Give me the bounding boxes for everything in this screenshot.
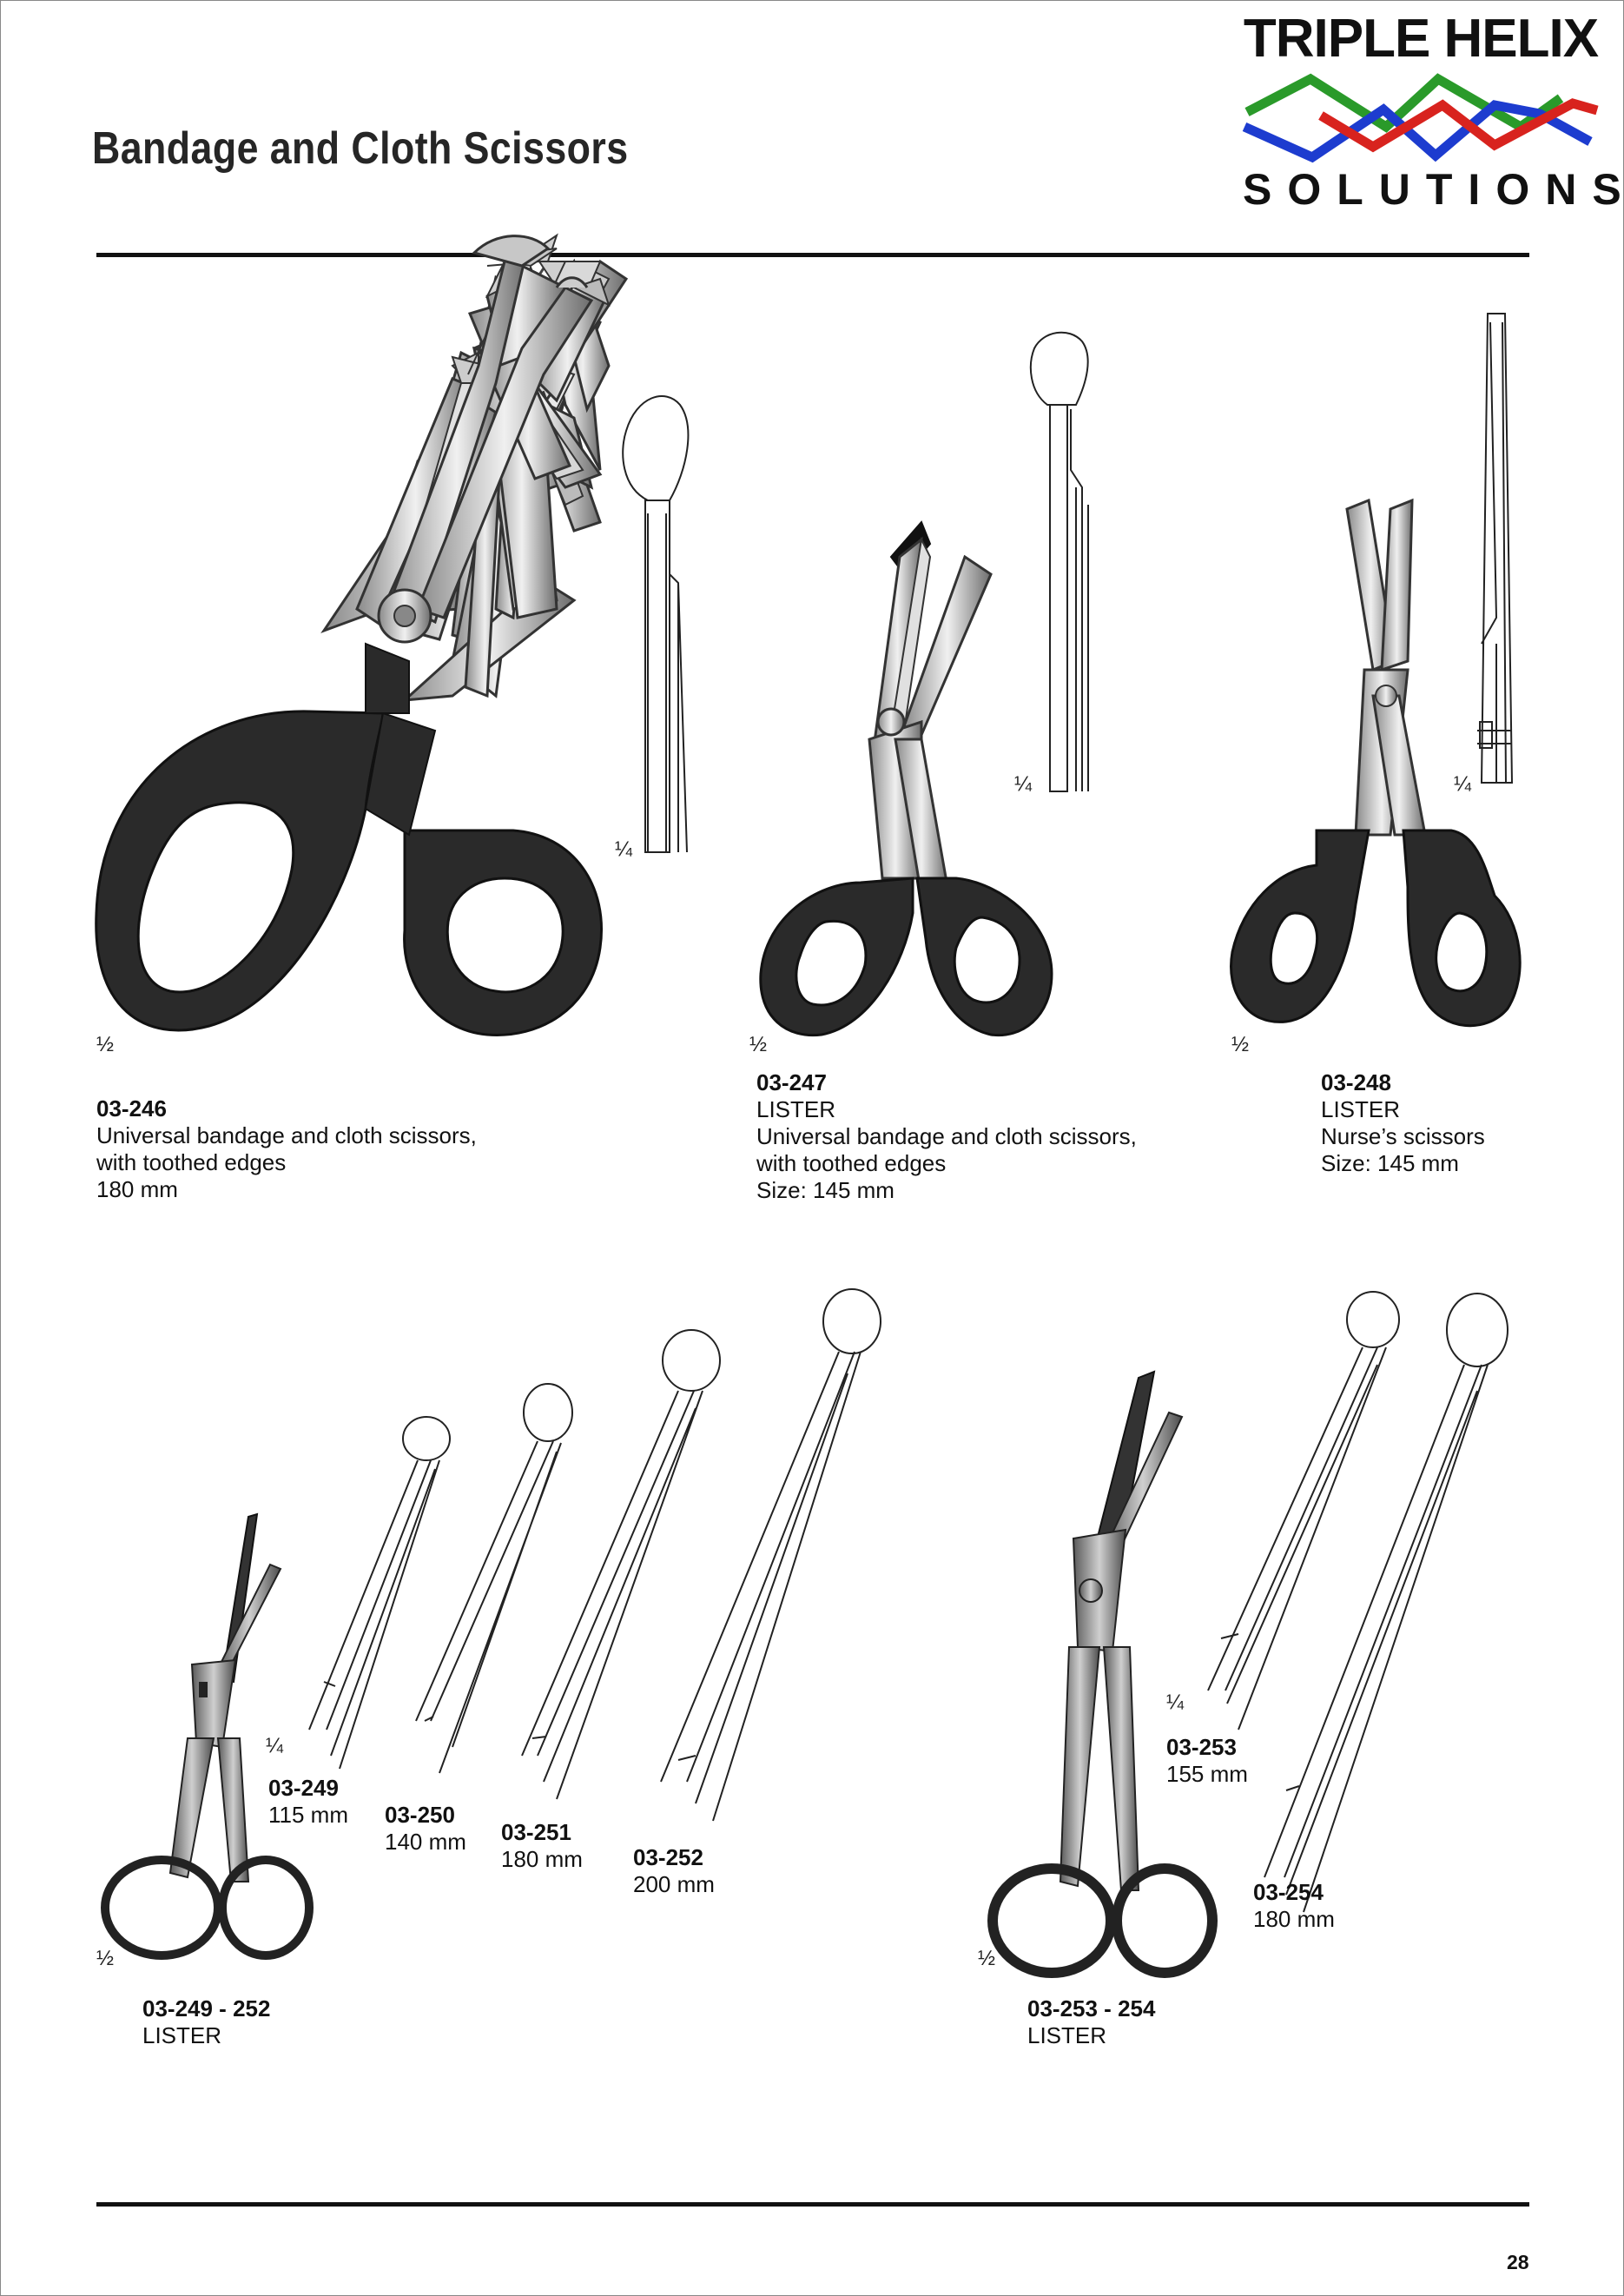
company-logo: TRIPLE HELIX SOLUTIONS bbox=[1234, 8, 1624, 221]
scissors-03-247-profile bbox=[1029, 331, 1089, 792]
bottom-divider bbox=[96, 2202, 1529, 2207]
caption-03-248: 03-248 LISTER Nurse’s scissors Size: 145… bbox=[1321, 1069, 1485, 1177]
scissors-03-246-profile bbox=[622, 395, 690, 853]
product-code: 03-249 - 252 bbox=[142, 1995, 271, 2021]
scale-mark: ½ bbox=[749, 1033, 768, 1056]
product-size: Size: 145 mm bbox=[756, 1177, 895, 1203]
scale-mark: ¼ bbox=[615, 837, 633, 861]
product-code: 03-249 bbox=[268, 1775, 339, 1801]
caption-03-250: 03-250 140 mm bbox=[385, 1802, 466, 1856]
product-code: 03-253 bbox=[1166, 1734, 1237, 1760]
product-description: with toothed edges bbox=[96, 1149, 287, 1175]
scissors-03-249-252-drawing bbox=[101, 1512, 314, 1960]
logo-bottom-text: SOLUTIONS bbox=[1243, 165, 1624, 214]
scissors-03-252-profile bbox=[660, 1288, 881, 1822]
scale-mark: ¼ bbox=[266, 1734, 284, 1757]
scissors-03-254-profile bbox=[1264, 1293, 1508, 1913]
product-size: 180 mm bbox=[501, 1846, 583, 1872]
page-title: Bandage and Cloth Scissors bbox=[92, 123, 629, 174]
product-size: 155 mm bbox=[1166, 1761, 1248, 1787]
caption-03-249: 03-249 115 mm bbox=[268, 1775, 348, 1829]
caption-03-254: 03-254 180 mm bbox=[1253, 1879, 1335, 1933]
scissors-03-247-drawing bbox=[759, 520, 1053, 1037]
product-size: 180 mm bbox=[1253, 1906, 1335, 1932]
product-code: 03-246 bbox=[96, 1095, 167, 1122]
product-code: 03-250 bbox=[385, 1802, 455, 1828]
scale-mark: ½ bbox=[96, 1947, 115, 1970]
scissors-03-250-profile bbox=[415, 1383, 573, 1774]
scale-mark: ¼ bbox=[1454, 772, 1472, 796]
scissors-03-248-profile bbox=[1477, 313, 1514, 784]
caption-03-253: 03-253 155 mm bbox=[1166, 1734, 1248, 1788]
scissors-03-253-profile bbox=[1207, 1291, 1400, 1730]
product-code: 03-248 bbox=[1321, 1069, 1391, 1095]
product-name: LISTER bbox=[1321, 1096, 1401, 1122]
scale-mark: ¼ bbox=[1014, 772, 1033, 796]
scale-mark: ½ bbox=[978, 1947, 996, 1970]
product-code: 03-253 - 254 bbox=[1027, 1995, 1156, 2021]
product-size: Size: 145 mm bbox=[1321, 1150, 1459, 1176]
logo-top-text: TRIPLE HELIX bbox=[1243, 9, 1599, 69]
top-divider bbox=[96, 253, 1529, 257]
product-code: 03-254 bbox=[1253, 1879, 1324, 1905]
caption-03-249-252: 03-249 - 252 LISTER bbox=[142, 1995, 270, 2049]
scissors-03-248-drawing bbox=[1230, 498, 1522, 1028]
caption-03-247: 03-247 LISTER Universal bandage and clot… bbox=[756, 1069, 1137, 1204]
product-name: LISTER bbox=[756, 1096, 836, 1122]
scissors-03-246-drawing bbox=[95, 233, 629, 1036]
caption-03-246: 03-246 Universal bandage and cloth sciss… bbox=[96, 1095, 477, 1203]
product-size: 180 mm bbox=[96, 1176, 178, 1202]
scale-mark: ¼ bbox=[1166, 1691, 1185, 1714]
product-size: 140 mm bbox=[385, 1829, 466, 1855]
scissors-03-253-254-drawing bbox=[987, 1370, 1218, 1978]
caption-03-253-254: 03-253 - 254 LISTER bbox=[1027, 1995, 1155, 2049]
product-size: 115 mm bbox=[268, 1802, 348, 1828]
helix-icon bbox=[1242, 73, 1599, 163]
product-code: 03-252 bbox=[633, 1844, 703, 1870]
caption-03-252: 03-252 200 mm bbox=[633, 1844, 715, 1898]
scale-mark: ½ bbox=[96, 1033, 115, 1056]
product-description: Universal bandage and cloth scissors, bbox=[96, 1122, 477, 1148]
product-code: 03-247 bbox=[756, 1069, 827, 1095]
scale-mark: ½ bbox=[1231, 1033, 1250, 1056]
top-row-illustrations bbox=[95, 233, 1522, 1037]
product-size: 200 mm bbox=[633, 1871, 715, 1897]
scissors-03-249-profile bbox=[308, 1416, 451, 1770]
product-code: 03-251 bbox=[501, 1819, 571, 1845]
product-name: LISTER bbox=[1027, 2022, 1107, 2048]
page-number: 28 bbox=[1507, 2251, 1529, 2273]
product-name: LISTER bbox=[142, 2022, 222, 2048]
product-description: Universal bandage and cloth scissors, bbox=[756, 1123, 1137, 1149]
caption-03-251: 03-251 180 mm bbox=[501, 1819, 583, 1873]
product-description: Nurse’s scissors bbox=[1321, 1123, 1485, 1149]
scissors-03-251-profile bbox=[521, 1329, 721, 1800]
product-description: with toothed edges bbox=[756, 1150, 947, 1176]
